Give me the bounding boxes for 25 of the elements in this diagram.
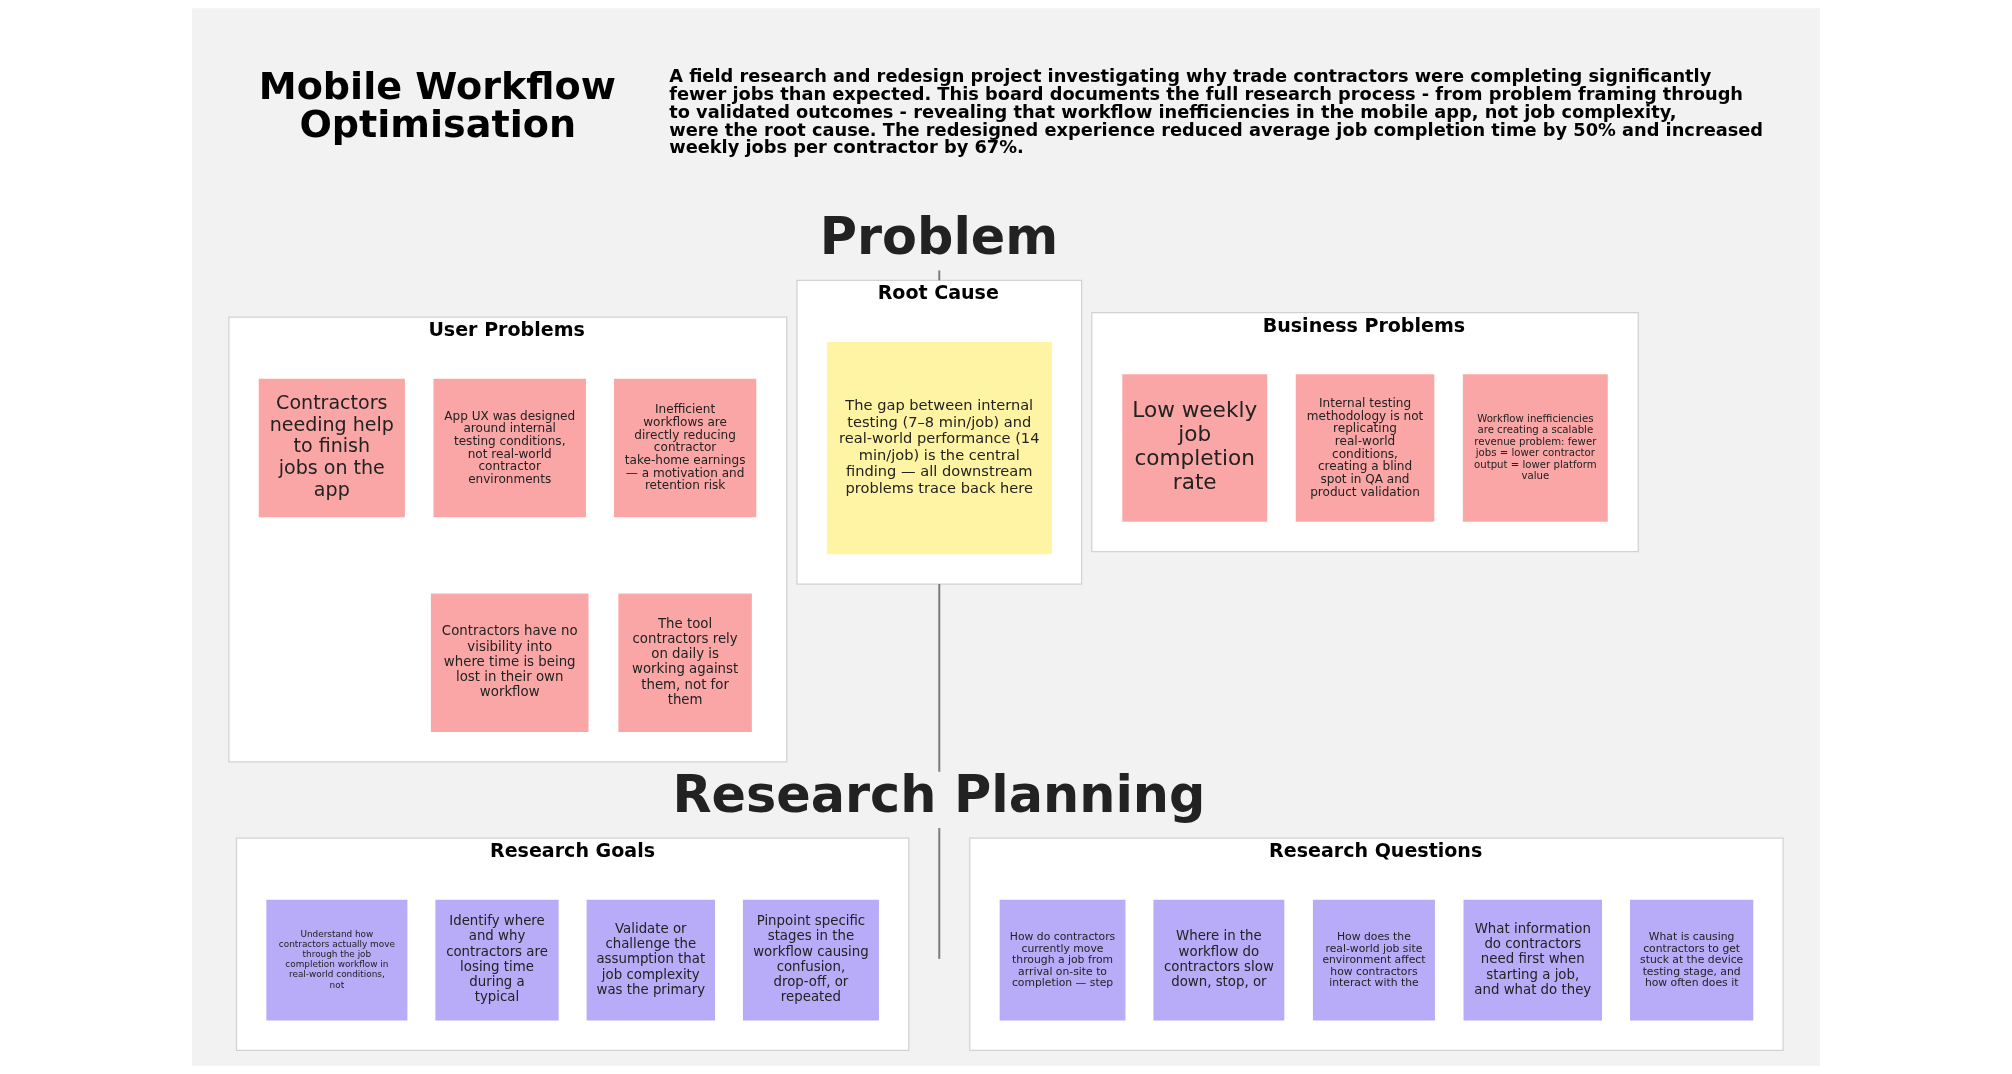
node-box: What information do contractors need first when starting a job, and what do they xyxy=(1463,899,1603,1021)
node-text: Research Planning xyxy=(672,764,1206,824)
connector xyxy=(938,584,941,772)
node-box: Identify where and why contractors are losing time during a typical xyxy=(435,899,559,1021)
node-box: Contractors have no visibility into where time is being lost in their own workflow xyxy=(430,593,589,733)
diagram-title: Mobile Workflow Optimisation xyxy=(258,63,616,146)
node-box: How do contractors currently move through a job from arrival on-site to completion — step xyxy=(999,899,1126,1021)
node-box: What is causing contractors to get stuck at the device testing stage, and how often does it xyxy=(1630,899,1754,1021)
node-box: Low weekly job completion rate xyxy=(1122,374,1268,522)
node-box: The gap between internal testing (7–8 min/job) and real-world performance (14 min/job) is the central finding — all downstream problems trace back here xyxy=(826,341,1052,555)
node-box: Internal testing methodology is not replicating real-world conditions, creating a blind spot in QA and product validation xyxy=(1295,374,1435,522)
node-box: Inefficient workflows are directly reducing contractor take-home earnings — a motivation and retention risk xyxy=(613,378,757,518)
caption: A field research and redesign project investigating why trade contractors were completing significantly fewer jobs than expected. This board documents the full research process - from problem framing through to validated outcomes - revealing that workflow inefficiencies in the mobile app, not job complexity, were the root cause. The redesigned experience reduced average job completion time by 50% and increased weekly jobs per contractor by 67%. xyxy=(669,65,1764,158)
connector xyxy=(938,828,941,959)
node-box: Where in the workflow do contractors slow down, stop, or xyxy=(1153,899,1285,1021)
node-box: Contractors needing help to finish jobs on the app xyxy=(258,378,405,518)
node-text: Problem xyxy=(819,206,1059,266)
node-box: Understand how contractors actually move through the job completion workflow in real-world conditions, not xyxy=(266,899,408,1021)
connector xyxy=(938,270,941,281)
node-box: Validate or challenge the assumption that job complexity was the primary xyxy=(586,899,715,1021)
node-box: Pinpoint specific stages in the workflow causing confusion, drop-off, or repeated xyxy=(742,899,879,1021)
node-box: Workflow inefficiencies are creating a scalable revenue problem: fewer jobs = lower contractor output = lower platform value xyxy=(1462,374,1608,522)
node-box: App UX was designed around internal testing conditions, not real-world contractor environments xyxy=(433,378,586,518)
node-box: The tool contractors rely on daily is working against them, not for them xyxy=(618,593,752,733)
node-box: How does the real-world job site environment affect how contractors interact with the xyxy=(1312,899,1435,1021)
